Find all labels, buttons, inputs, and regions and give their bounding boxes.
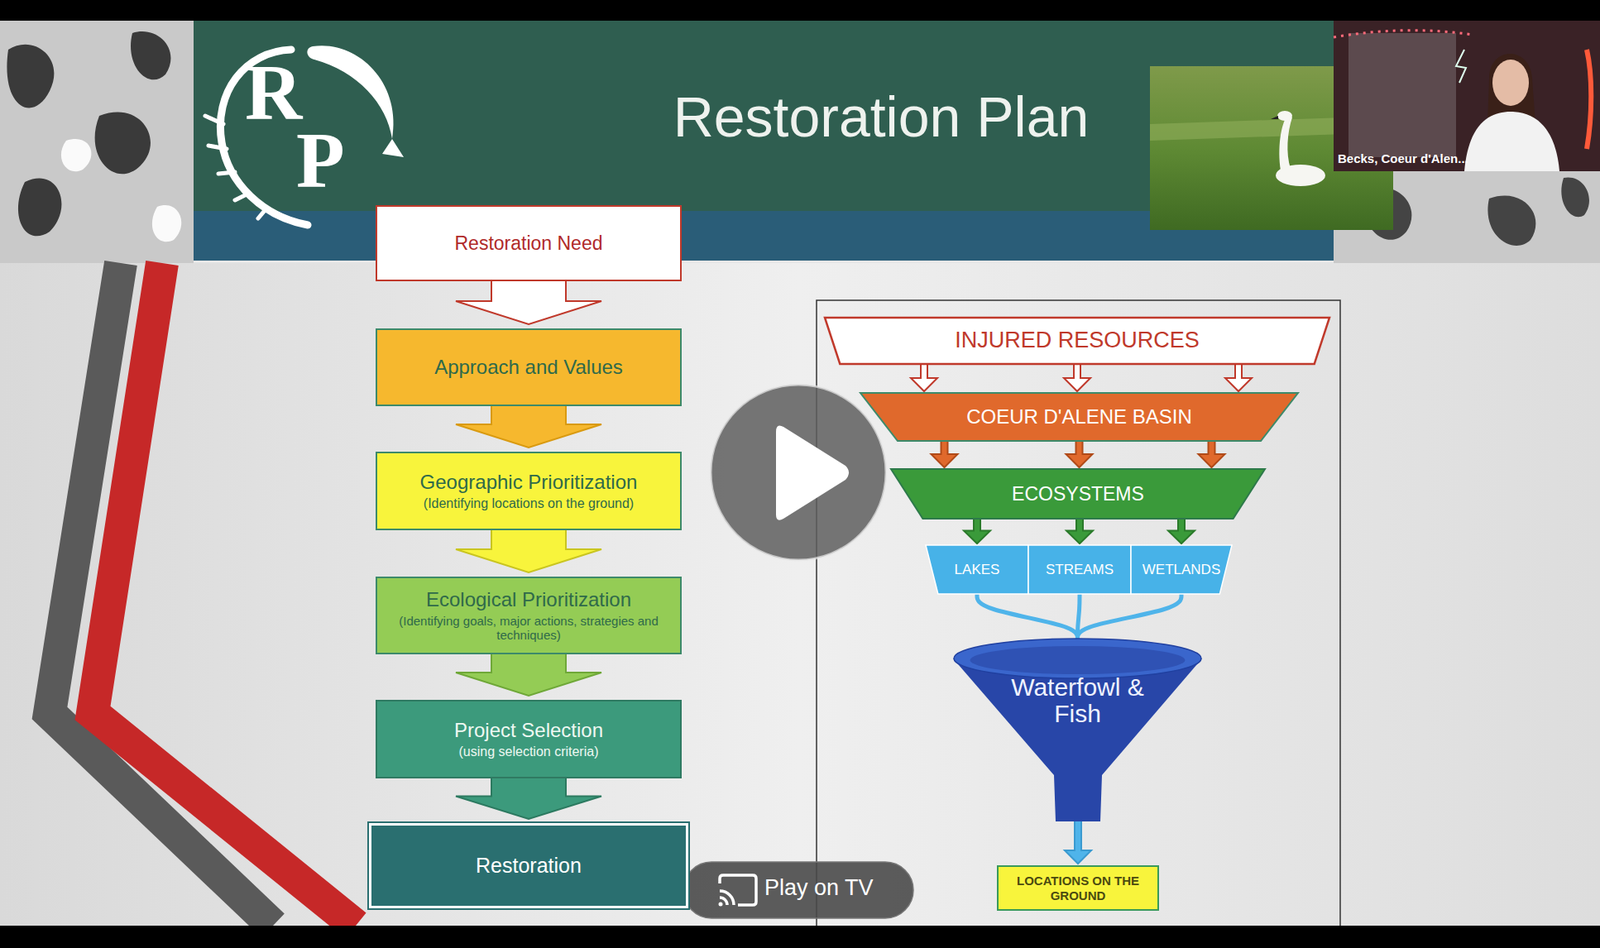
logo-fish-tail (382, 138, 404, 158)
flow-arrow (910, 363, 938, 392)
play-button (710, 384, 887, 561)
node-title: STREAMS (1045, 561, 1114, 579)
process-box: Ecological Prioritization(Identifying go… (375, 576, 682, 655)
webcam-face (1492, 59, 1529, 106)
node-title: Restoration (475, 853, 582, 878)
flow-arrow (931, 440, 959, 468)
merge-line (1077, 594, 1183, 640)
webcam-wall (1348, 33, 1457, 158)
process-box: Project Selection(using selection criter… (375, 699, 682, 779)
flow-arrow (1063, 363, 1091, 392)
funnel-body (953, 658, 1203, 822)
result-box: Restoration (368, 823, 689, 909)
pattern-panel (0, 20, 194, 264)
webcam-shirt (1464, 111, 1560, 172)
node-title: Restoration Need (455, 232, 604, 254)
node-title: LAKES (954, 561, 1001, 579)
cast-pill (683, 862, 914, 919)
webcam-lamp (1586, 49, 1591, 149)
pattern-blobs (1363, 177, 1590, 246)
band-outline (891, 469, 1265, 519)
slide-title: Restoration Plan (570, 86, 1192, 149)
flow-arrow (455, 529, 602, 573)
process-box: Approach and Values (375, 328, 682, 407)
funnel-band: COEUR D'ALENE BASIN (860, 392, 1299, 441)
flow-arrow (455, 405, 602, 448)
webcam-lights (1333, 30, 1473, 38)
process-box: Restoration Need (375, 205, 682, 282)
location-box: LOCATIONS ON THE GROUND (996, 865, 1160, 911)
node-subtitle: (Identifying locations on the ground) (423, 496, 634, 512)
flow-arrow (1066, 440, 1093, 468)
node-title: WETLANDS (1142, 561, 1221, 579)
pattern-blobs (61, 138, 182, 242)
funnel-mouth (970, 646, 1186, 675)
band-outline (860, 392, 1299, 441)
logo-letter: P (296, 120, 345, 201)
funnel-segment: WETLANDS (1130, 545, 1232, 595)
pattern-blobs (6, 31, 171, 236)
slide-ground (0, 263, 1600, 926)
participant-name: Becks, Coeur d'Alen... (1337, 152, 1469, 165)
node-title: Project Selection (454, 718, 604, 743)
flow-arrow (1225, 363, 1252, 392)
play-triangle (776, 425, 849, 520)
funnel-shape: Waterfowl & Fish (953, 637, 1203, 822)
flow-arrow (455, 280, 602, 325)
node-title: ECOSYSTEMS (1011, 483, 1145, 505)
node-title: LOCATIONS ON THE GROUND (1003, 873, 1153, 903)
swan-beak (1270, 115, 1279, 120)
merge-line (977, 594, 1078, 640)
cast-icon (719, 875, 757, 906)
flow-arrow (455, 653, 602, 696)
cast-label: Play on TV (764, 876, 874, 900)
flow-arrow (1064, 820, 1092, 864)
funnel-band: INJURED RESOURCES (824, 317, 1330, 365)
flow-arrow (1168, 517, 1195, 544)
flow-arrow (1198, 440, 1226, 468)
header-edge (193, 260, 1334, 264)
node-subtitle: (using selection criteria) (459, 744, 599, 760)
swan-neck (1279, 115, 1293, 171)
band-outline (925, 545, 1029, 595)
process-box: Geographic Prioritization (Identifying lo… (375, 451, 682, 531)
node-title: Geographic Prioritization (420, 470, 638, 494)
funnel-outline (953, 637, 1203, 822)
panel-frame (816, 300, 1341, 926)
cast-icon (718, 902, 724, 907)
logo-feather (220, 49, 308, 226)
frame-black (0, 925, 1600, 948)
band-outline (1028, 545, 1131, 595)
node-title: Waterfowl & Fish (999, 674, 1157, 727)
webcam-video (1333, 20, 1600, 172)
band-outline (1130, 545, 1232, 595)
deco-stripe-red (92, 263, 356, 926)
swan-head (1277, 110, 1293, 121)
logo-letter: R (244, 52, 302, 133)
node-title: Approach and Values (434, 355, 623, 379)
funnel-band: ECOSYSTEMS (891, 469, 1265, 519)
flow-arrow (455, 777, 602, 820)
node-title: Ecological Prioritization (426, 588, 632, 612)
flow-arrow (1066, 517, 1093, 544)
funnel-segment: STREAMS (1028, 545, 1131, 595)
funnel-segment: LAKES (925, 545, 1029, 595)
flow-arrow (963, 517, 991, 544)
webcam-lightning (1456, 49, 1466, 83)
band-outline (824, 317, 1330, 365)
node-title: INJURED RESOURCES (954, 327, 1200, 354)
node-title: COEUR D'ALENE BASIN (966, 405, 1193, 429)
funnel-rim (953, 638, 1202, 679)
node-subtitle: (Identifying goals, major actions, strat… (383, 613, 674, 643)
